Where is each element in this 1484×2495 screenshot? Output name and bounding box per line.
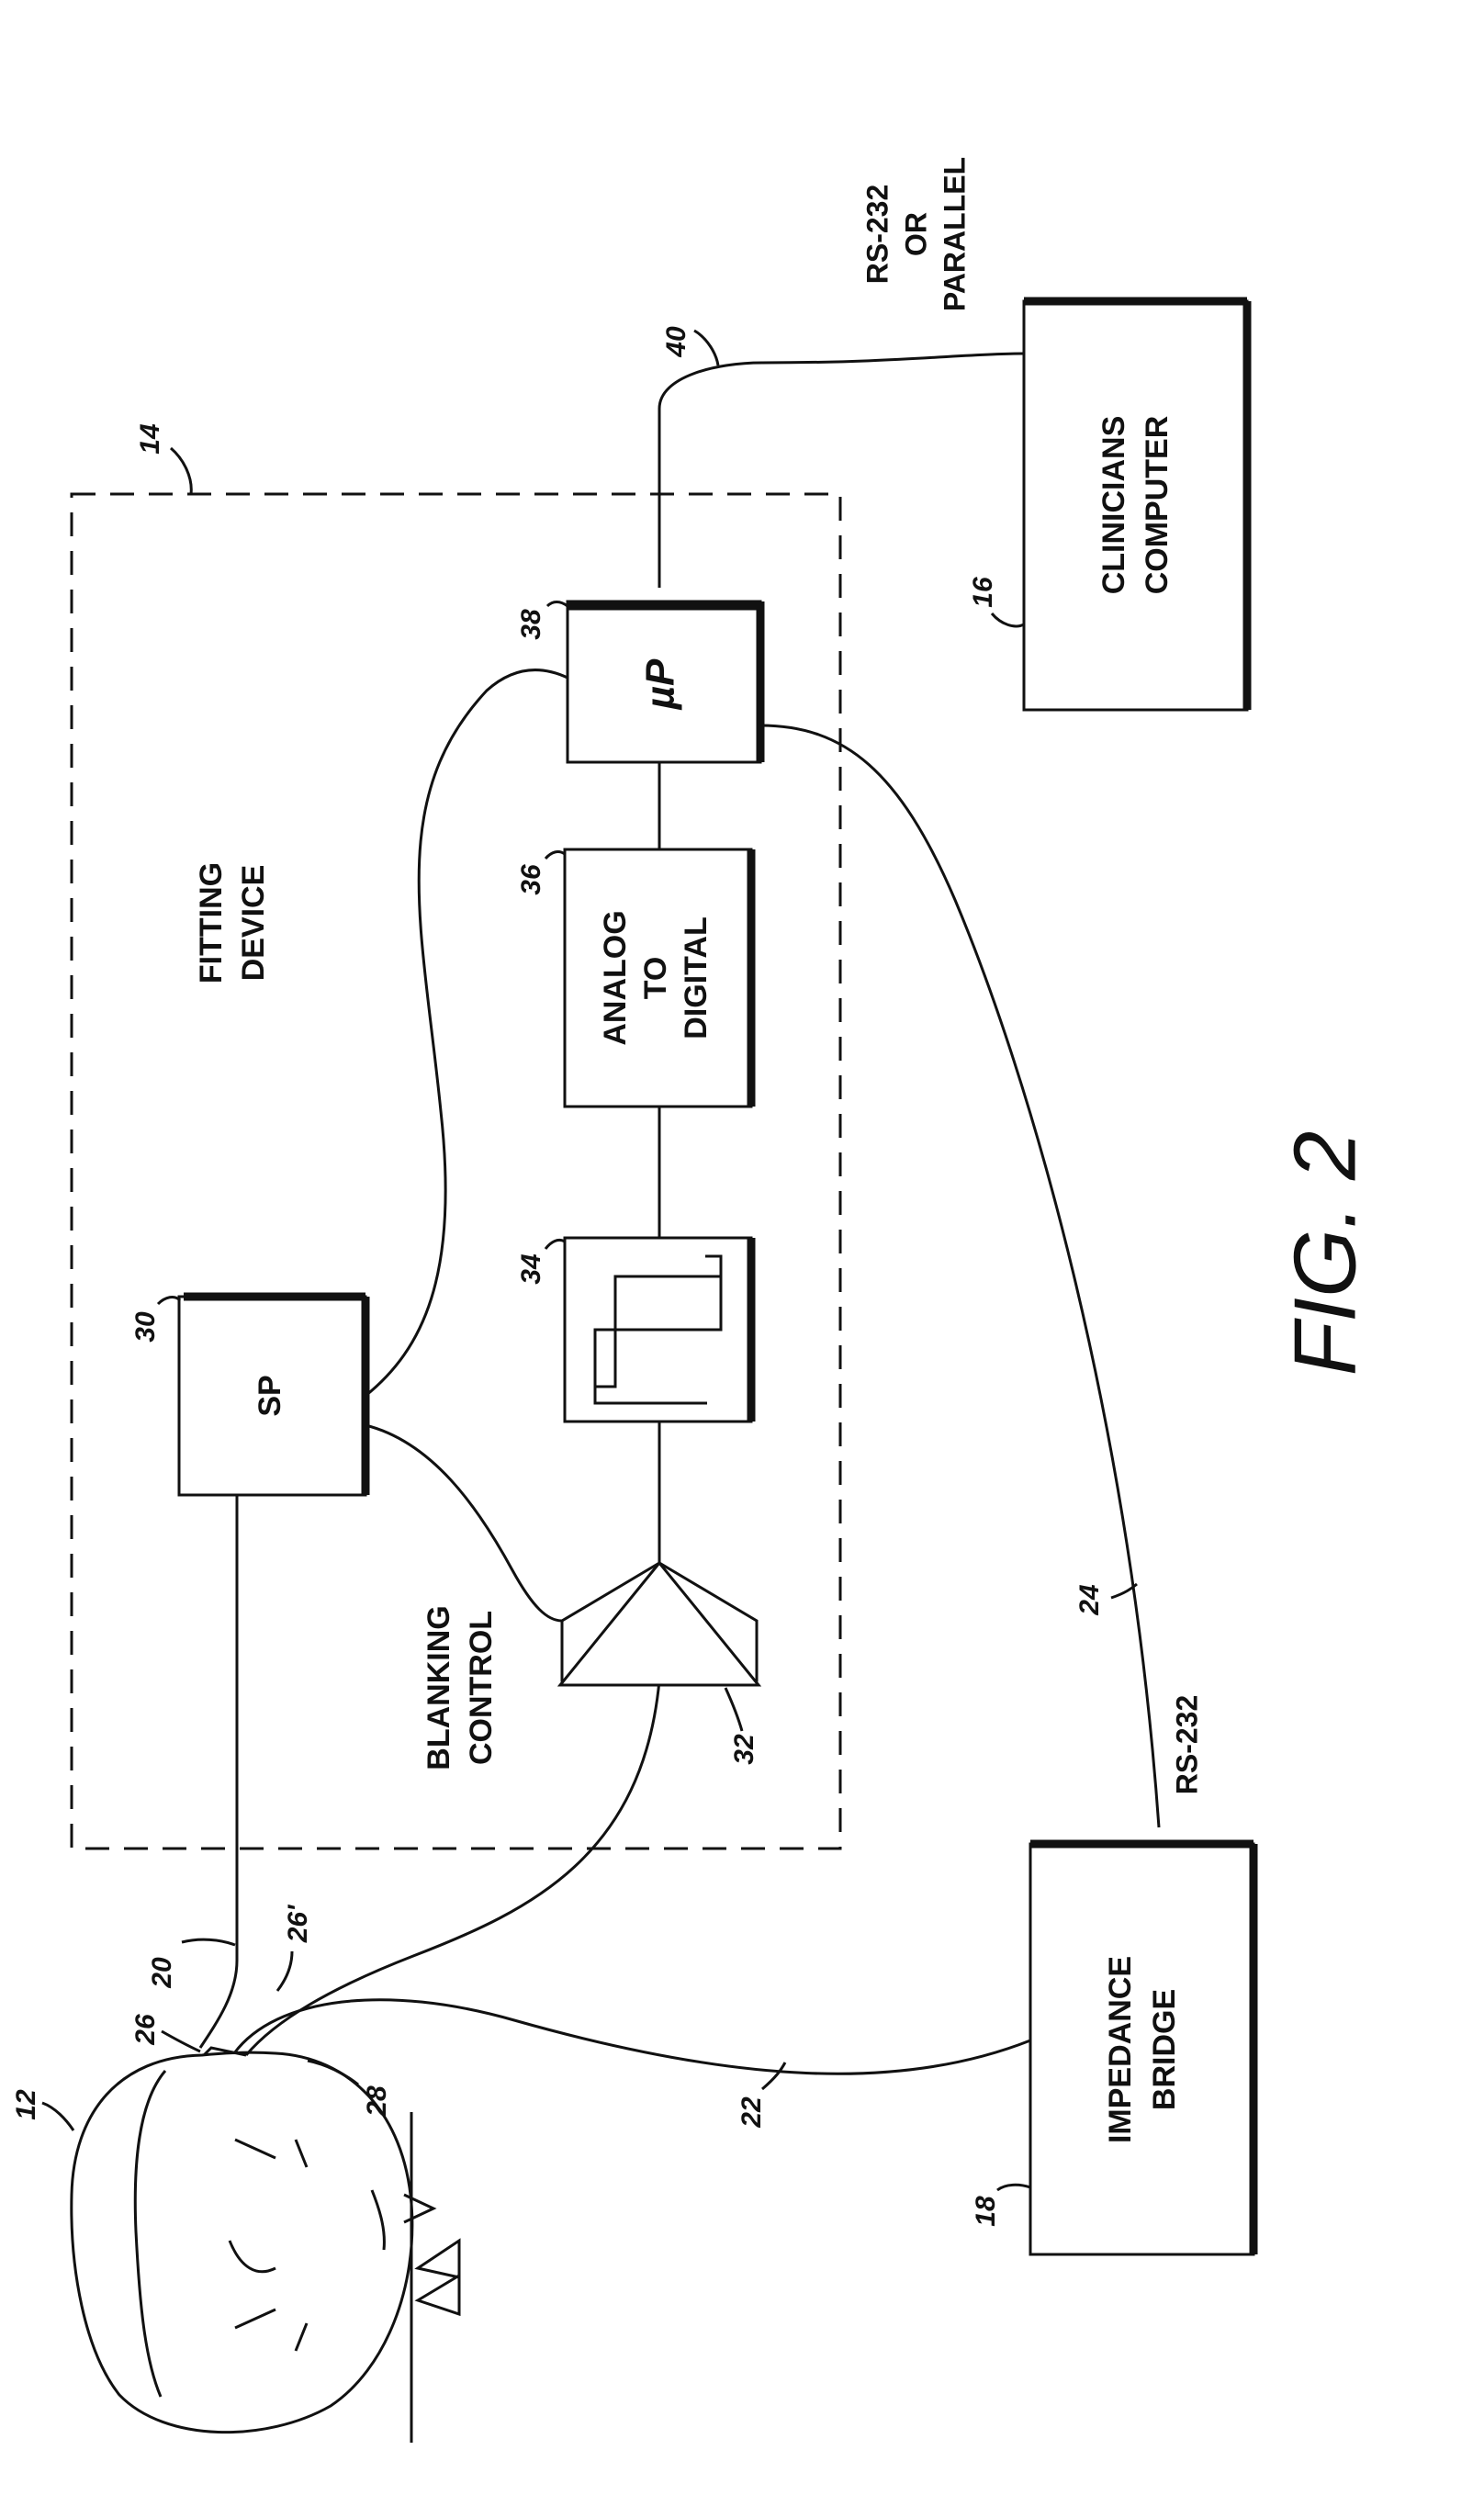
ref-24: 24 [1074, 1584, 1105, 1616]
ref-40: 40 [661, 326, 691, 358]
adc-label-3: DIGITAL [679, 916, 714, 1039]
blanking-control-label-2: CONTROL [464, 1611, 499, 1765]
wire-up-to-bridge [760, 725, 1159, 1827]
ref-12: 12 [11, 2089, 41, 2120]
computer-label-1: CLINICIANS [1096, 416, 1131, 595]
computer-block: CLINICIANS COMPUTER [1024, 301, 1247, 710]
computer-label-2: COMPUTER [1140, 416, 1175, 595]
wire-bridge-to-head [234, 2000, 1030, 2074]
sp-label: SP [253, 1375, 287, 1416]
ref-18: 18 [971, 2196, 1001, 2227]
microprocessor-label: µP [638, 658, 683, 711]
microprocessor-block: µP [568, 601, 760, 762]
patient-head-icon [72, 2048, 459, 2443]
figure-caption: FIG. 2 [1276, 1131, 1374, 1377]
ref-36: 36 [516, 864, 546, 895]
diagram-content: SP ANALOG TO DIGITAL µP [11, 157, 1374, 2443]
ref-38: 38 [516, 609, 546, 640]
sp-block: SP [179, 1297, 365, 1495]
rs232-or-parallel-1: RS-232 [860, 185, 894, 285]
rs232-or-parallel-2: OR [899, 212, 932, 256]
wire-sp-to-amp [365, 1425, 562, 1621]
ref-30: 30 [130, 1311, 161, 1343]
fitting-device-label-2: DEVICE [236, 865, 271, 982]
blanking-control-label-1: BLANKING [422, 1605, 456, 1770]
ref-28: 28 [362, 2085, 392, 2118]
pulse-block [565, 1238, 751, 1422]
wire-sp-to-head [200, 1495, 237, 2048]
rs232-or-parallel-3: PARALLEL [938, 157, 971, 311]
ref-34: 34 [516, 1253, 546, 1285]
amplifier-block [560, 1563, 759, 1685]
ref-16: 16 [968, 577, 998, 608]
adc-label-1: ANALOG [598, 910, 633, 1045]
rs232-bridge-label: RS-232 [1170, 1695, 1203, 1795]
ref-22: 22 [736, 2096, 767, 2129]
bridge-label-1: IMPEDANCE [1103, 1956, 1138, 2143]
wire-sp-to-up [365, 670, 568, 1396]
bridge-label-2: BRIDGE [1147, 1989, 1182, 2110]
adc-label-2: TO [638, 957, 673, 1000]
adc-block: ANALOG TO DIGITAL [565, 849, 751, 1107]
bridge-block: IMPEDANCE BRIDGE [1030, 1844, 1254, 2254]
ref-26: 26 [130, 2014, 161, 2046]
ref-14: 14 [135, 423, 165, 455]
fitting-device-label-1: FITTING [194, 862, 229, 983]
ref-32: 32 [729, 1734, 759, 1765]
ref-20: 20 [147, 1957, 177, 1989]
ref-26-prime: 26' [283, 1905, 313, 1943]
